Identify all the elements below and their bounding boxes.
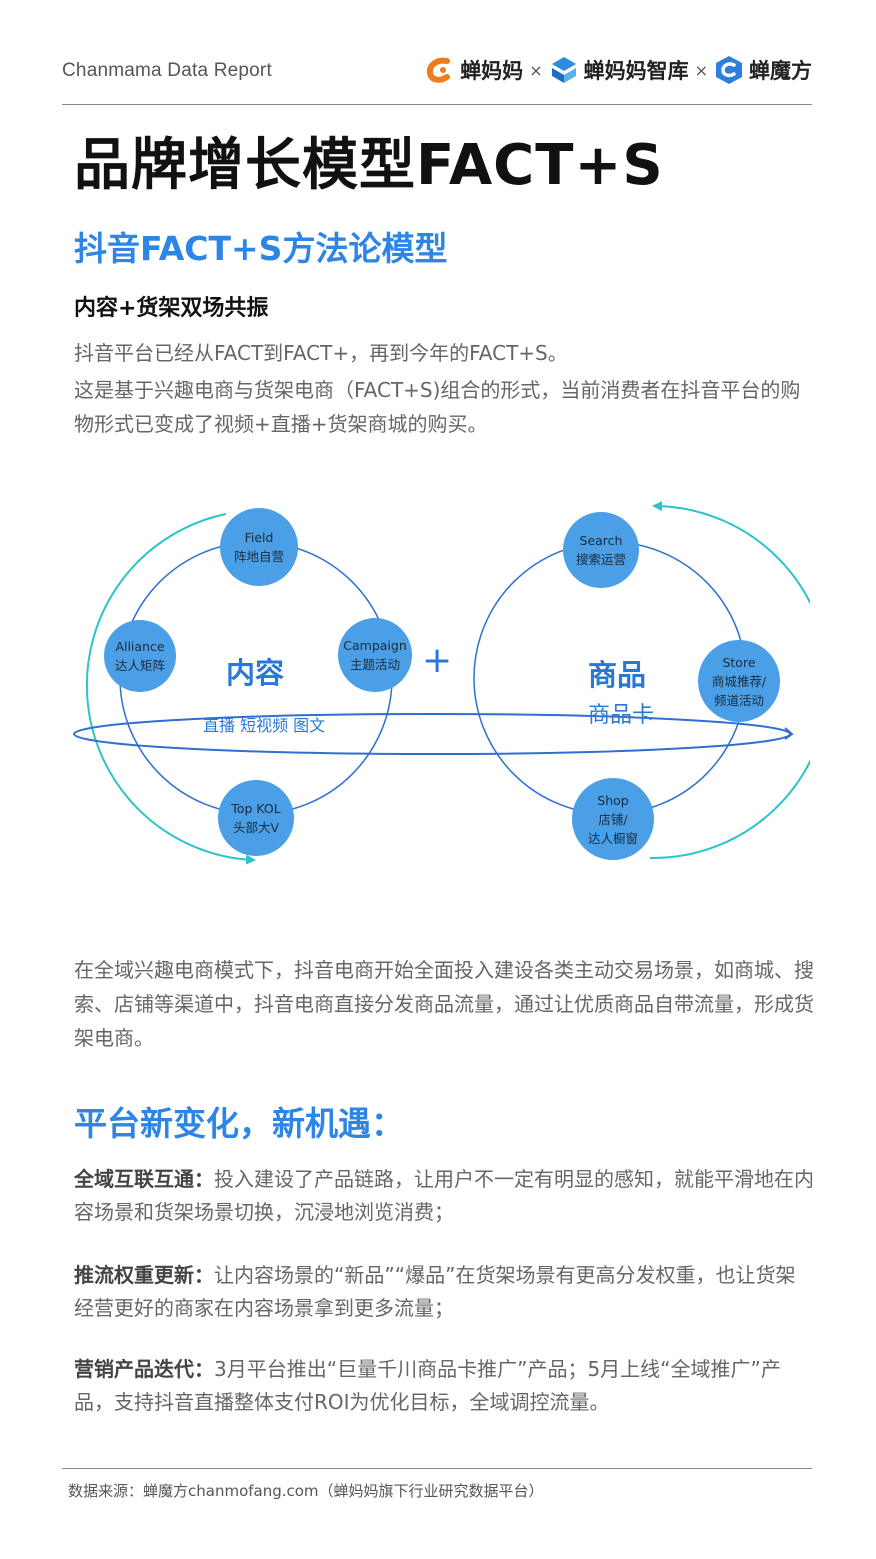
chanmama-logo: 蝉妈妈 (425, 55, 523, 85)
point-2: 推流权重更新：让内容场景的“新品”“爆品”在货架场景有更高分发权重，也让货架经营… (74, 1259, 814, 1325)
logo-separator: × (694, 60, 708, 80)
section-title: 抖音FACT+S方法论模型 (74, 229, 448, 268)
point-3-text: 3月平台推出“巨量千川商品卡推广”产品；5月上线“全域推广”产品，支持抖音直播整… (74, 1357, 781, 1414)
point-2-text: 让内容场景的“新品”“爆品”在货架场景有更高分发权重，也让货架经营更好的商家在内… (74, 1263, 796, 1320)
section-title-2: 平台新变化，新机遇： (74, 1104, 404, 1143)
chanmofang-logo-text: 蝉魔方 (749, 59, 812, 83)
search-node: Search 搜索运营 (563, 512, 639, 588)
point-1-text: 投入建设了产品链路，让用户不一定有明显的感知，就能平滑地在内容场景和货架场景切换… (74, 1167, 814, 1224)
intro-paragraph-1: 抖音平台已经从FACT到FACT+，再到今年的FACT+S。 (74, 341, 568, 365)
section-heading: 内容+货架双场共振 (74, 296, 269, 321)
chanmofang-logo-icon (716, 56, 742, 84)
page-title: 品牌增长模型FACT+S (74, 133, 664, 198)
content-sub-label: 直播 短视频 图文 (203, 716, 326, 735)
search-node-en: Search (579, 533, 623, 548)
fact-s-diagram: Field 阵地自营 Alliance 达人矩阵 Campaign 主题活动 T… (70, 500, 810, 880)
top-kol-node-zh: 头部大V (232, 820, 280, 835)
alliance-node-en: Alliance (115, 639, 165, 654)
store-node-zh2: 频道活动 (713, 692, 764, 708)
content-label: 内容 (226, 656, 285, 690)
top-kol-node-en: Top KOL (231, 801, 281, 816)
campaign-node-en: Campaign (343, 638, 407, 653)
shop-node-en: Shop (597, 792, 629, 808)
alliance-node: Alliance 达人矩阵 (104, 620, 176, 692)
field-node-zh: 阵地自营 (233, 549, 284, 564)
store-node-zh: 商城推荐/ (711, 673, 767, 689)
store-node-en: Store (722, 654, 756, 670)
point-2-label: 推流权重更新： (74, 1263, 214, 1287)
intro-paragraph-2: 这是基于兴趣电商与货架电商（FACT+S)组合的形式，当前消费者在抖音平台的购物… (74, 378, 801, 436)
field-node: Field 阵地自营 (220, 508, 298, 586)
partner-logos: 蝉妈妈 × 蝉妈妈智库 × 蝉魔方 (425, 48, 812, 92)
search-node-zh: 搜索运营 (575, 552, 626, 567)
header-divider (62, 104, 812, 105)
alliance-node-zh: 达人矩阵 (114, 658, 165, 673)
chanmama-zhiku-logo-icon (551, 57, 576, 83)
store-node: Store 商城推荐/ 频道活动 (698, 640, 780, 722)
logo-separator: × (529, 60, 543, 80)
linking-orbit (73, 713, 791, 755)
data-source-footer: 数据来源：蝉魔方chanmofang.com（蝉妈妈旗下行业研究数据平台） (68, 1482, 544, 1500)
chanmofang-logo: 蝉魔方 (714, 55, 812, 85)
shop-node: Shop 店铺/ 达人橱窗 (572, 778, 654, 860)
point-1: 全域互联互通：投入建设了产品链路，让用户不一定有明显的感知，就能平滑地在内容场景… (74, 1163, 814, 1229)
plus-sign: + (422, 640, 453, 681)
shop-node-zh: 店铺/ (598, 811, 628, 827)
body-paragraph-3: 在全域兴趣电商模式下，抖音电商开始全面投入建设各类主动交易场景，如商城、搜索、店… (74, 958, 814, 1050)
left-cycle-arrow (85, 513, 256, 865)
point-3-label: 营销产品迭代： (74, 1357, 214, 1381)
chanmama-zhiku-logo-text: 蝉妈妈智库 (583, 59, 689, 83)
chanmama-logo-text: 蝉妈妈 (460, 59, 524, 83)
shop-node-zh2: 达人橱窗 (587, 830, 638, 846)
point-3: 营销产品迭代：3月平台推出“巨量千川商品卡推广”产品；5月上线“全域推广”产品，… (74, 1353, 814, 1419)
campaign-node-zh: 主题活动 (349, 657, 400, 672)
chanmama-logo-icon (427, 57, 451, 83)
goods-label: 商品 (588, 658, 647, 692)
footer-divider (62, 1468, 812, 1469)
goods-sub-label: 商品卡 (588, 703, 655, 728)
field-node-en: Field (244, 530, 274, 545)
chanmama-zhiku-logo: 蝉妈妈智库 (549, 55, 689, 85)
report-header: Chanmama Data Report 蝉妈妈 × 蝉妈妈智库 × 蝉魔方 (62, 48, 812, 104)
right-cycle-arrow (649, 501, 810, 860)
point-1-label: 全域互联互通： (74, 1167, 214, 1191)
top-kol-node: Top KOL 头部大V (218, 780, 294, 856)
campaign-node: Campaign 主题活动 (338, 618, 412, 692)
report-label: Chanmama Data Report (62, 60, 272, 81)
